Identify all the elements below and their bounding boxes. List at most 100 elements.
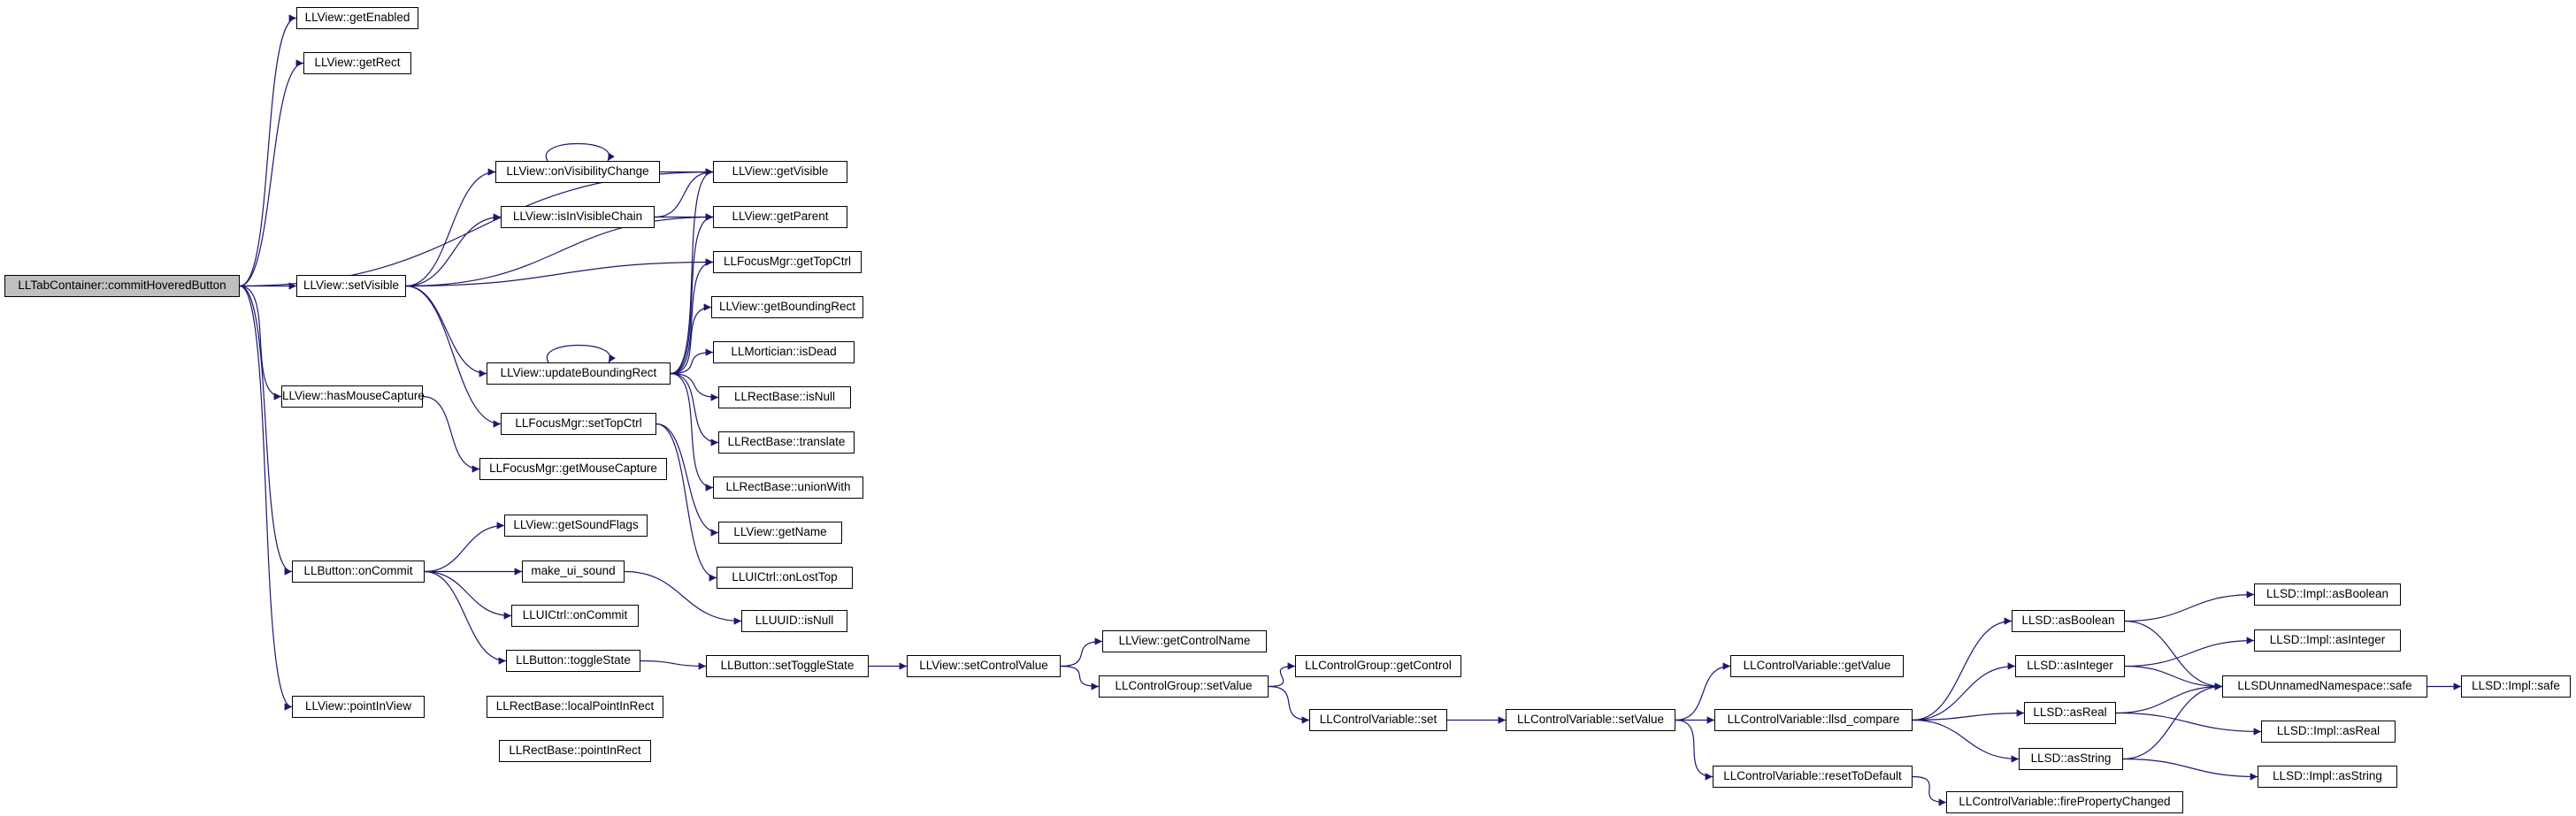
node-get-name[interactable]: LLView::getName xyxy=(718,522,842,544)
edge-setVisible-to-setTopCtrl xyxy=(405,285,502,428)
edge-isInVisibleChain-to-getVisible xyxy=(654,168,714,218)
node-reset-to-default[interactable]: LLControlVariable::resetToDefault xyxy=(1713,766,1913,788)
node-unnamed-safe[interactable]: LLSDUnnamedNamespace::safe xyxy=(2222,675,2427,698)
edge-setTopCtrl-to-getName xyxy=(656,423,719,537)
edge-setVisible-to-getParent xyxy=(405,213,714,287)
node-as-integer[interactable]: LLSD::asInteger xyxy=(2015,655,2125,677)
node-cv-set-value[interactable]: LLControlVariable::setValue xyxy=(1506,709,1675,731)
edge-setVisible-to-updateBoundingRect xyxy=(405,285,487,377)
node-set-top-ctrl[interactable]: LLFocusMgr::setTopCtrl xyxy=(501,413,656,435)
edge-onCommit-to-getSoundFlags xyxy=(424,522,505,573)
edge-updateBoundingRect-to-updateBoundingRect xyxy=(546,345,616,363)
edge-updateBoundingRect-to-isNull xyxy=(670,372,719,401)
edge-groupSetValue-to-cvSet xyxy=(1268,685,1310,724)
node-root[interactable]: LLTabContainer::commitHoveredButton xyxy=(4,275,240,297)
edge-asString-to-implAsString xyxy=(2122,758,2258,781)
node-point-in-view[interactable]: LLView::pointInView xyxy=(292,696,425,718)
node-as-boolean[interactable]: LLSD::asBoolean xyxy=(2012,610,2125,632)
edge-setVisible-to-isInVisibleChain xyxy=(405,213,502,287)
edge-onVisibilityChange-to-onVisibilityChange xyxy=(545,143,615,162)
edge-root-to-onCommit xyxy=(239,285,293,576)
node-union-with[interactable]: LLRectBase::unionWith xyxy=(713,477,863,499)
node-toggle-state[interactable]: LLButton::toggleState xyxy=(506,650,640,672)
edge-updateBoundingRect-to-isDead xyxy=(670,348,714,375)
edge-updateBoundingRect-to-getBoundingRect xyxy=(670,303,712,375)
node-update-bounding-rect[interactable]: LLView::updateBoundingRect xyxy=(487,362,671,385)
node-get-control-name[interactable]: LLView::getControlName xyxy=(1102,630,1267,652)
edge-llsdCompare-to-asReal xyxy=(1912,709,2025,721)
node-set-toggle-state[interactable]: LLButton::setToggleState xyxy=(706,655,869,677)
node-local-point-in-rect[interactable]: LLRectBase::localPointInRect xyxy=(487,696,663,718)
edge-cvSetValue-to-cvGetValue xyxy=(1675,662,1731,721)
edge-asBoolean-to-implAsBoolean xyxy=(2124,591,2255,622)
edge-asInteger-to-unnamedSafe xyxy=(2124,665,2223,690)
node-set-visible[interactable]: LLView::setVisible xyxy=(296,275,406,297)
node-on-visibility-change[interactable]: LLView::onVisibilityChange xyxy=(495,161,660,183)
edge-updateBoundingRect-to-translate xyxy=(670,372,719,446)
node-fire-property-changed[interactable]: LLControlVariable::firePropertyChanged xyxy=(1946,791,2183,813)
edge-asBoolean-to-unnamedSafe xyxy=(2124,620,2223,690)
edge-asReal-to-implAsReal xyxy=(2115,712,2262,736)
edge-root-to-getVisible xyxy=(239,168,714,287)
edge-root-to-getRect xyxy=(239,59,304,287)
node-get-enabled[interactable]: LLView::getEnabled xyxy=(296,7,418,29)
edge-resetToDefault-to-firePropertyChanged xyxy=(1912,775,1947,806)
node-translate[interactable]: LLRectBase::translate xyxy=(718,431,855,454)
node-impl-as-integer[interactable]: LLSD::Impl::asInteger xyxy=(2254,629,2401,652)
node-uuid-is-null[interactable]: LLUUID::isNull xyxy=(741,610,847,632)
node-point-in-rect[interactable]: LLRectBase::pointInRect xyxy=(499,740,651,762)
edge-asInteger-to-implAsInteger xyxy=(2124,637,2255,667)
node-impl-safe[interactable]: LLSD::Impl::safe xyxy=(2461,675,2571,698)
node-llsd-compare[interactable]: LLControlVariable::llsd_compare xyxy=(1714,709,1913,731)
node-get-mouse-capture[interactable]: LLFocusMgr::getMouseCapture xyxy=(479,458,667,480)
node-get-top-ctrl[interactable]: LLFocusMgr::getTopCtrl xyxy=(713,251,862,273)
edge-toggleState-to-setToggleState xyxy=(640,660,707,670)
node-impl-as-string[interactable]: LLSD::Impl::asString xyxy=(2258,766,2397,788)
edge-setTopCtrl-to-onLostTop xyxy=(656,423,717,582)
edge-root-to-hasMouseCapture xyxy=(239,285,282,400)
node-get-control[interactable]: LLControlGroup::getControl xyxy=(1295,655,1461,677)
edge-groupSetValue-to-getControl xyxy=(1268,662,1296,688)
edge-updateBoundingRect-to-getParent xyxy=(670,213,714,375)
edge-llsdCompare-to-asString xyxy=(1912,719,2020,763)
node-uictrl-on-commit[interactable]: LLUICtrl::onCommit xyxy=(511,605,639,627)
edge-llsdCompare-to-asInteger xyxy=(1912,662,2016,721)
node-get-rect[interactable]: LLView::getRect xyxy=(303,52,411,74)
edge-cvSetValue-to-resetToDefault xyxy=(1675,719,1714,781)
node-get-sound-flags[interactable]: LLView::getSoundFlags xyxy=(504,515,648,537)
edge-asReal-to-unnamedSafe xyxy=(2115,683,2223,714)
edge-updateBoundingRect-to-getVisible xyxy=(670,168,714,375)
node-on-lost-top[interactable]: LLUICtrl::onLostTop xyxy=(717,567,853,589)
node-make-ui-sound[interactable]: make_ui_sound xyxy=(522,561,625,583)
node-cv-set[interactable]: LLControlVariable::set xyxy=(1309,709,1447,731)
node-is-dead[interactable]: LLMortician::isDead xyxy=(713,341,855,363)
edge-setVisible-to-onVisibilityChange xyxy=(405,168,496,287)
node-get-parent[interactable]: LLView::getParent xyxy=(713,206,847,228)
node-get-bounding-rect[interactable]: LLView::getBoundingRect xyxy=(711,296,863,318)
node-cv-get-value[interactable]: LLControlVariable::getValue xyxy=(1730,655,1904,677)
edge-onCommit-to-uictrlOnCommit xyxy=(424,570,512,620)
node-group-set-value[interactable]: LLControlGroup::setValue xyxy=(1099,675,1269,698)
node-on-commit[interactable]: LLButton::onCommit xyxy=(292,561,425,583)
edge-setControlValue-to-getControlName xyxy=(1060,637,1103,667)
node-set-control-value[interactable]: LLView::setControlValue xyxy=(907,655,1061,677)
node-as-string[interactable]: LLSD::asString xyxy=(2019,748,2123,770)
edge-make_ui_sound-to-uuidIsNull xyxy=(624,570,742,625)
edge-onCommit-to-toggleState xyxy=(424,570,507,665)
edge-root-to-getEnabled xyxy=(239,14,297,287)
node-impl-as-boolean[interactable]: LLSD::Impl::asBoolean xyxy=(2254,583,2401,606)
edge-setControlValue-to-groupSetValue xyxy=(1060,665,1100,690)
node-impl-as-real[interactable]: LLSD::Impl::asReal xyxy=(2261,721,2396,743)
edge-updateBoundingRect-to-unionWith xyxy=(670,372,714,492)
node-is-null[interactable]: LLRectBase::isNull xyxy=(718,386,851,408)
node-get-visible[interactable]: LLView::getVisible xyxy=(713,161,847,183)
edge-llsdCompare-to-asBoolean xyxy=(1912,617,2012,721)
edge-asString-to-unnamedSafe xyxy=(2122,683,2223,760)
node-is-in-visible-chain[interactable]: LLView::isInVisibleChain xyxy=(501,206,655,228)
edge-setVisible-to-getTopCtrl xyxy=(405,258,714,287)
node-has-mouse-capture[interactable]: LLView::hasMouseCapture xyxy=(281,385,425,408)
node-as-real[interactable]: LLSD::asReal xyxy=(2024,702,2116,724)
edge-hasMouseCapture-to-getMouseCapture xyxy=(422,395,480,473)
